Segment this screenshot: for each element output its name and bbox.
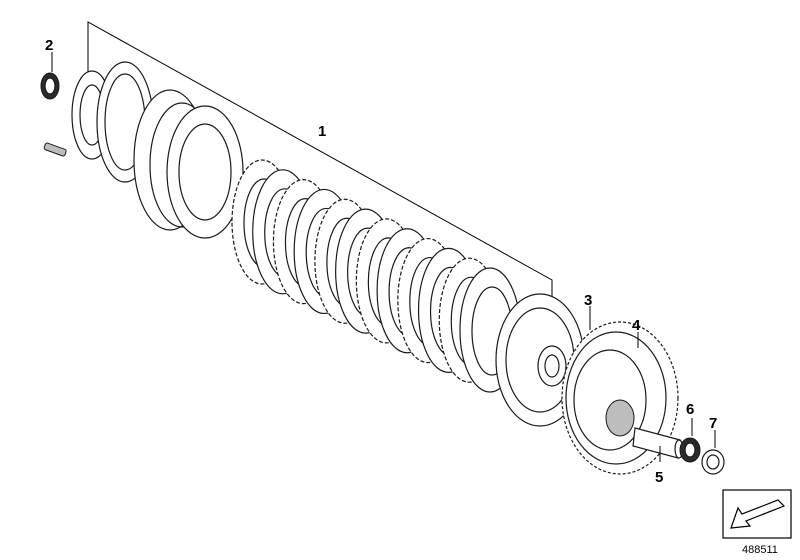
part-pin [43, 142, 67, 157]
clutch-pack-1 [71, 61, 244, 239]
part-washer-7 [701, 430, 725, 475]
arrow-icon [722, 489, 792, 539]
callout-4: 4 [632, 317, 641, 334]
callout-6: 6 [686, 401, 694, 418]
callout-7: 7 [709, 415, 717, 432]
callout-1-bracket [87, 21, 553, 300]
callout-3: 3 [584, 292, 592, 309]
part-number: 488511 [742, 544, 778, 556]
callout-1: 1 [318, 123, 326, 140]
callout-2: 2 [45, 37, 53, 54]
part-nut-6 [679, 418, 701, 463]
callout-5: 5 [655, 469, 663, 486]
part-bearing-2 [40, 52, 60, 100]
friction-plates [231, 159, 521, 393]
